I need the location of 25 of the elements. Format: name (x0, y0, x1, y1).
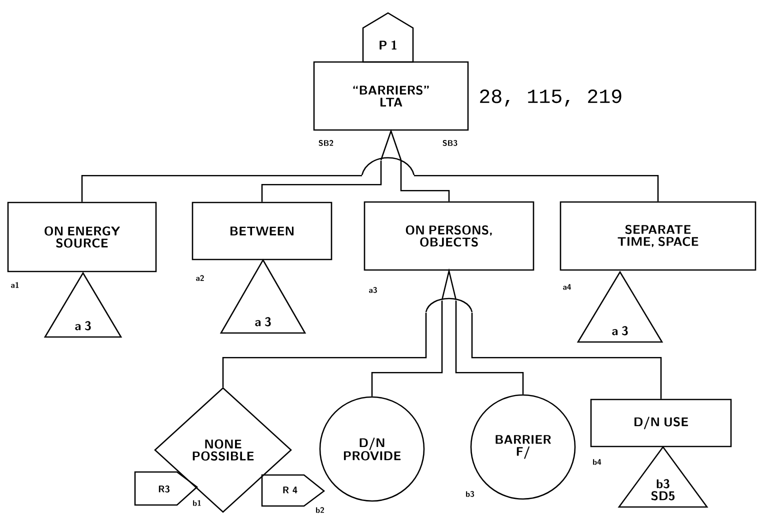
event-box: BETWEEN (192, 202, 332, 260)
event-box: D/N USE (590, 398, 732, 448)
connector-line (455, 300, 524, 394)
event-code: b1 (193, 500, 201, 506)
event-box: “BARRIERS” LTA (313, 61, 469, 131)
event-box: ON ENERGY SOURCE (7, 202, 157, 272)
connector-line (81, 175, 362, 202)
event-box: SEPARATE TIME, SPACE (560, 201, 756, 271)
connector-line (414, 175, 659, 202)
reference-tag: R 4 (261, 474, 326, 507)
event-box: ON PERSONS, OBJECTS (364, 201, 534, 271)
connector-line (471, 312, 662, 399)
connector-line (261, 160, 382, 202)
event-code: a2 (196, 275, 204, 281)
connector-line (222, 312, 427, 388)
connector-line (371, 300, 443, 396)
event-code: a1 (11, 282, 19, 288)
connector-line (400, 160, 450, 202)
event-code: SB2 (318, 140, 334, 146)
event-code: a4 (563, 284, 572, 290)
event-code: b2 (316, 507, 324, 513)
event-code: b4 (593, 459, 602, 465)
event-code: a3 (369, 287, 377, 293)
transfer-pentagon: P 1 (362, 12, 414, 63)
event-code: SB3 (442, 140, 458, 146)
